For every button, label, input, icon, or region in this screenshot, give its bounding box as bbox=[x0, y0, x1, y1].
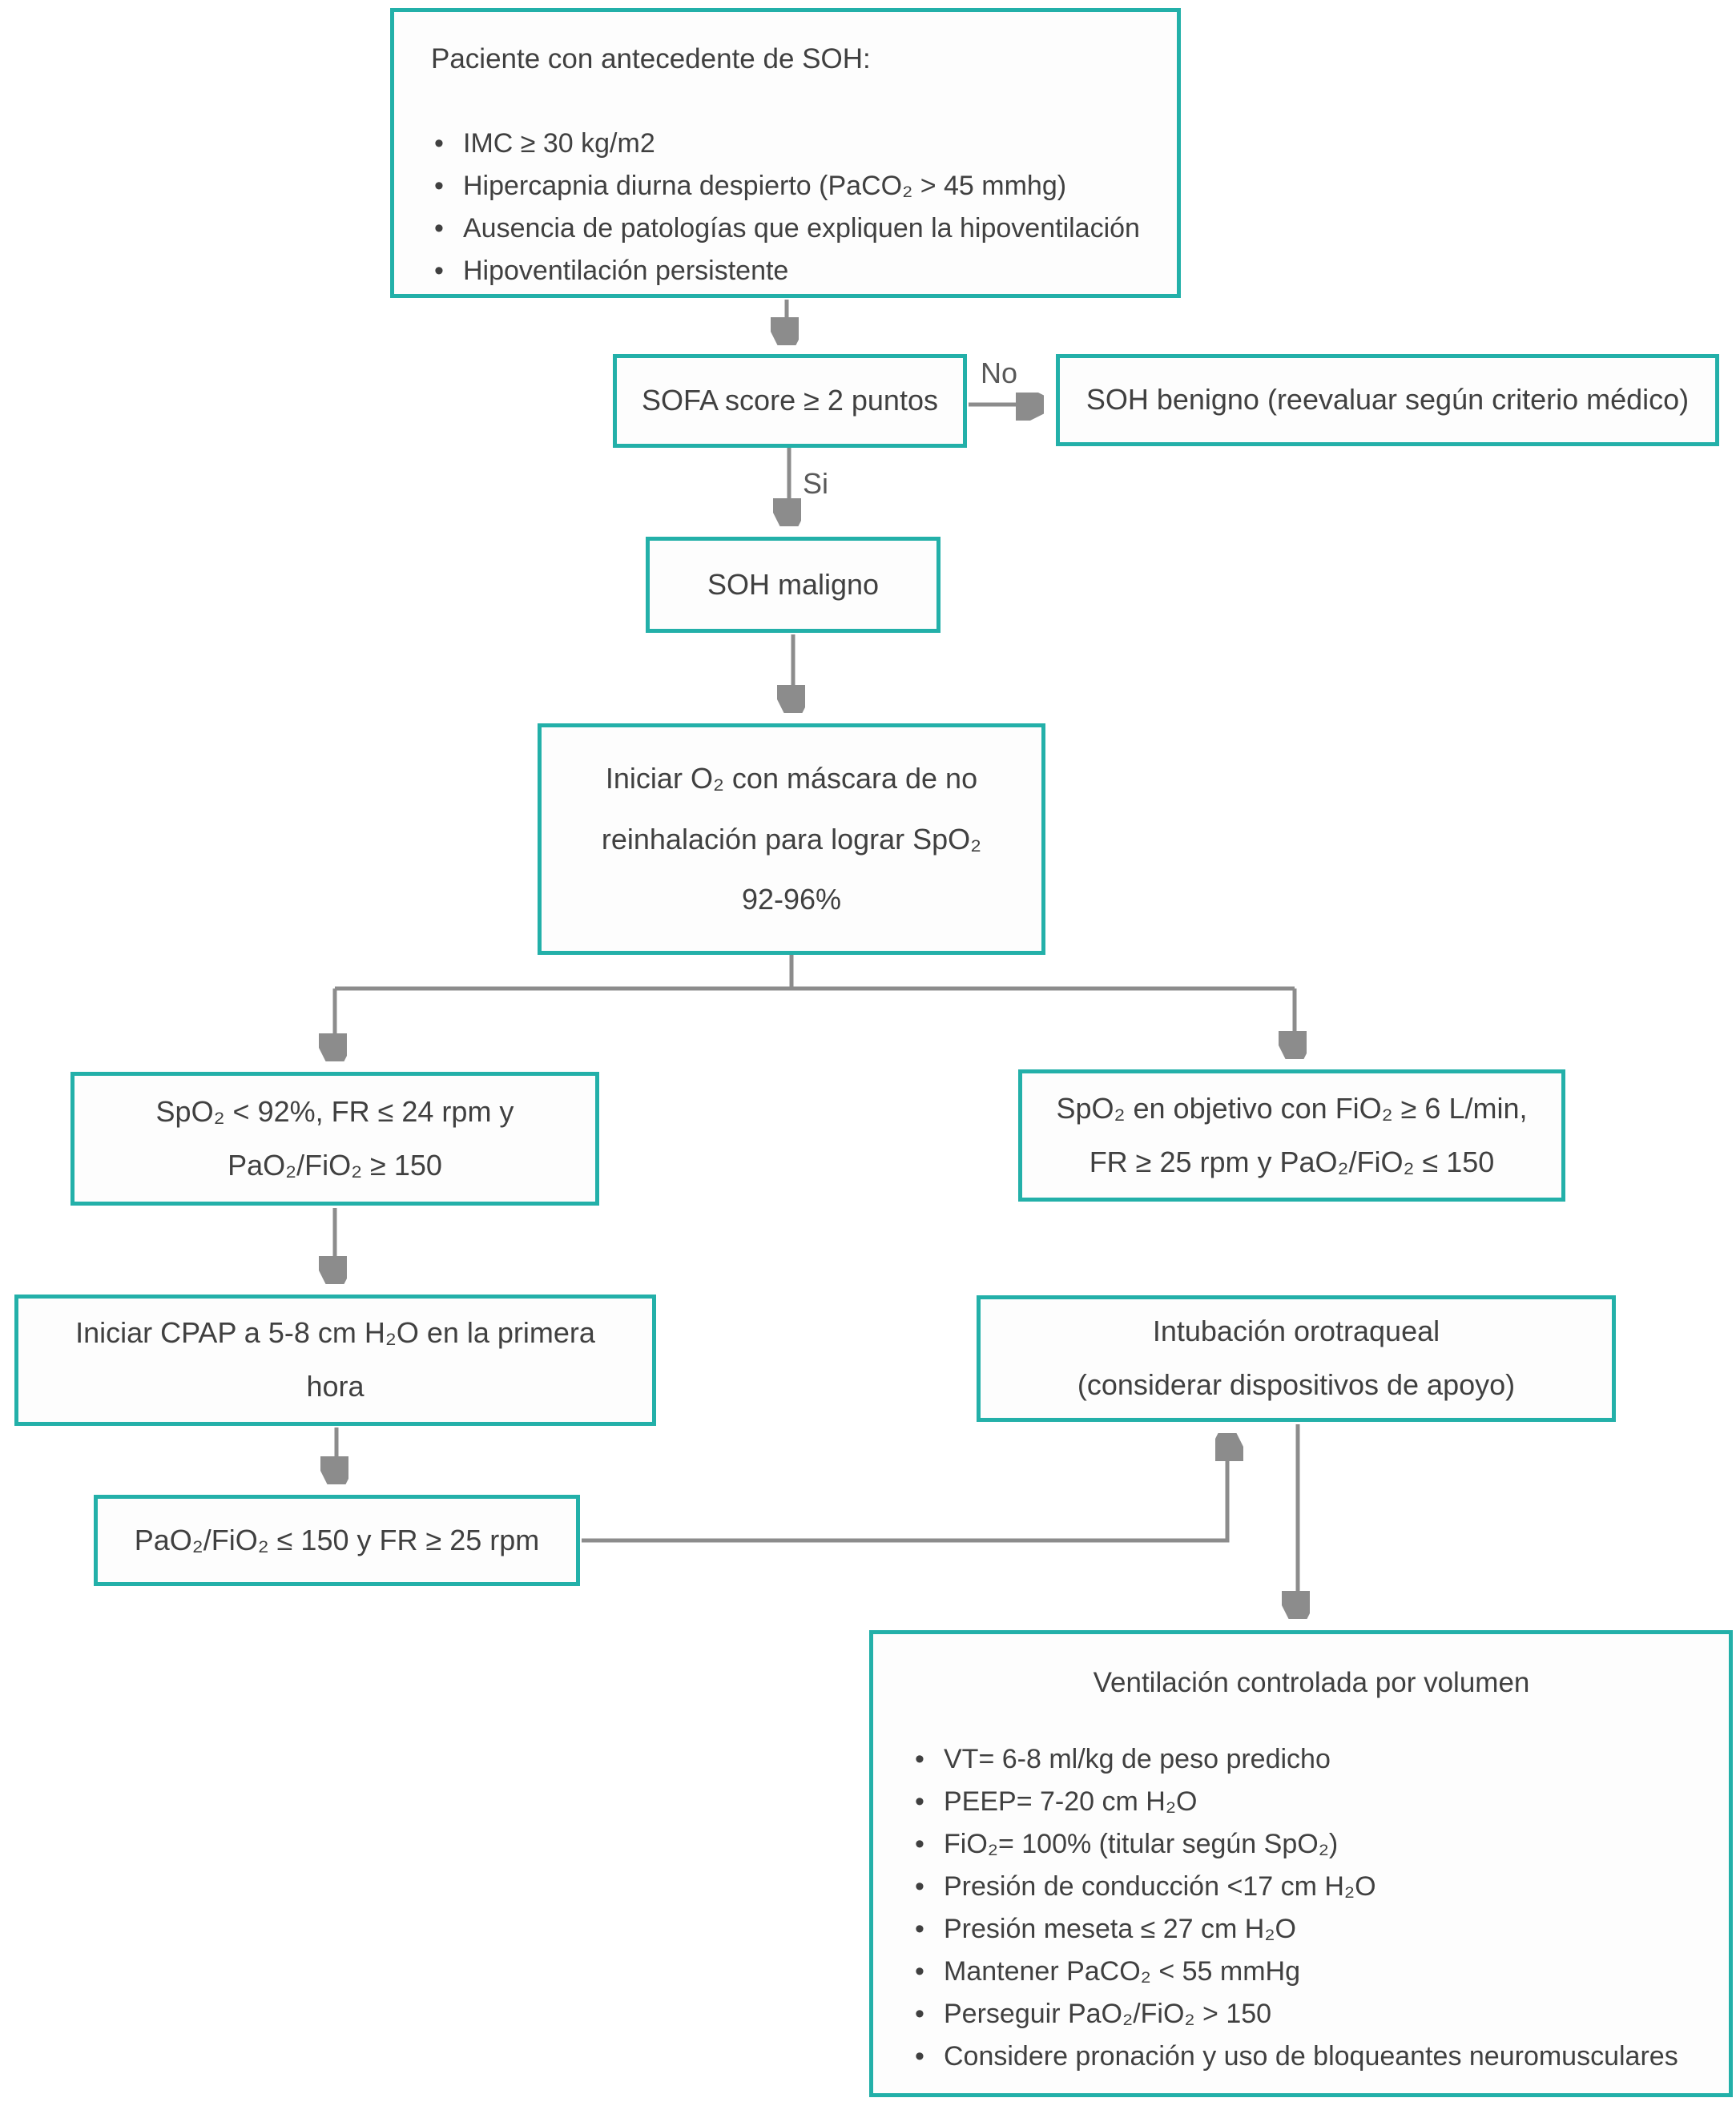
edge-label-si: Si bbox=[803, 467, 829, 500]
ventilacion-title: Ventilación controlada por volumen bbox=[1093, 1667, 1530, 1698]
bullet-item: Perseguir PaO₂/FiO₂ > 150 bbox=[912, 1993, 1711, 2035]
edge-label-no: No bbox=[981, 356, 1018, 389]
bullet-item: FiO₂= 100% (titular según SpO₂) bbox=[912, 1823, 1711, 1866]
bullet-item: PEEP= 7-20 cm H₂O bbox=[912, 1781, 1711, 1823]
antecedente-bullet-list: IMC ≥ 30 kg/m2 Hipercapnia diurna despie… bbox=[431, 123, 1158, 292]
node-iniciar-cpap: Iniciar CPAP a 5-8 cm H₂O en la primera … bbox=[14, 1295, 656, 1426]
node-pao2-fio2: PaO₂/FiO₂ ≤ 150 y FR ≥ 25 rpm bbox=[94, 1495, 580, 1586]
ventilacion-bullet-list: VT= 6-8 ml/kg de peso predicho PEEP= 7-2… bbox=[912, 1738, 1711, 2078]
bullet-item: Hipercapnia diurna despierto (PaCO₂ > 45… bbox=[431, 165, 1158, 207]
node-sofa-score: SOFA score ≥ 2 puntos bbox=[613, 354, 967, 448]
bullet-item: Hipoventilación persistente bbox=[431, 250, 1158, 292]
node-soh-benigno: SOH benigno (reevaluar según criterio mé… bbox=[1056, 354, 1719, 446]
bullet-item: Mantener PaCO₂ < 55 mmHg bbox=[912, 1951, 1711, 1993]
arrow-pao2-to-intubacion bbox=[582, 1439, 1227, 1543]
node-iniciar-oxigeno: Iniciar O₂ con máscara de no reinhalació… bbox=[538, 723, 1045, 955]
bullet-item: Considere pronación y uso de bloqueantes… bbox=[912, 2035, 1711, 2078]
node-soh-maligno: SOH maligno bbox=[646, 537, 941, 633]
bullet-item: VT= 6-8 ml/kg de peso predicho bbox=[912, 1738, 1711, 1781]
bullet-item: Presión meseta ≤ 27 cm H₂O bbox=[912, 1908, 1711, 1951]
antecedente-title: Paciente con antecedente de SOH: bbox=[431, 43, 871, 74]
node-intubacion-orotraqueal: Intubación orotraqueal (considerar dispo… bbox=[977, 1295, 1616, 1422]
bullet-item: Presión de conducción <17 cm H₂O bbox=[912, 1866, 1711, 1908]
node-ventilacion-controlada: Ventilación controlada por volumen VT= 6… bbox=[869, 1630, 1733, 2097]
node-condicion-derecha: SpO₂ en objetivo con FiO₂ ≥ 6 L/min, FR … bbox=[1018, 1069, 1565, 1202]
node-antecedente-soh: Paciente con antecedente de SOH: IMC ≥ 3… bbox=[390, 8, 1181, 298]
bullet-item: Ausencia de patologías que expliquen la … bbox=[431, 207, 1158, 250]
node-condicion-izquierda: SpO₂ < 92%, FR ≤ 24 rpm y PaO₂/FiO₂ ≥ 15… bbox=[70, 1072, 599, 1206]
bullet-item: IMC ≥ 30 kg/m2 bbox=[431, 123, 1158, 165]
